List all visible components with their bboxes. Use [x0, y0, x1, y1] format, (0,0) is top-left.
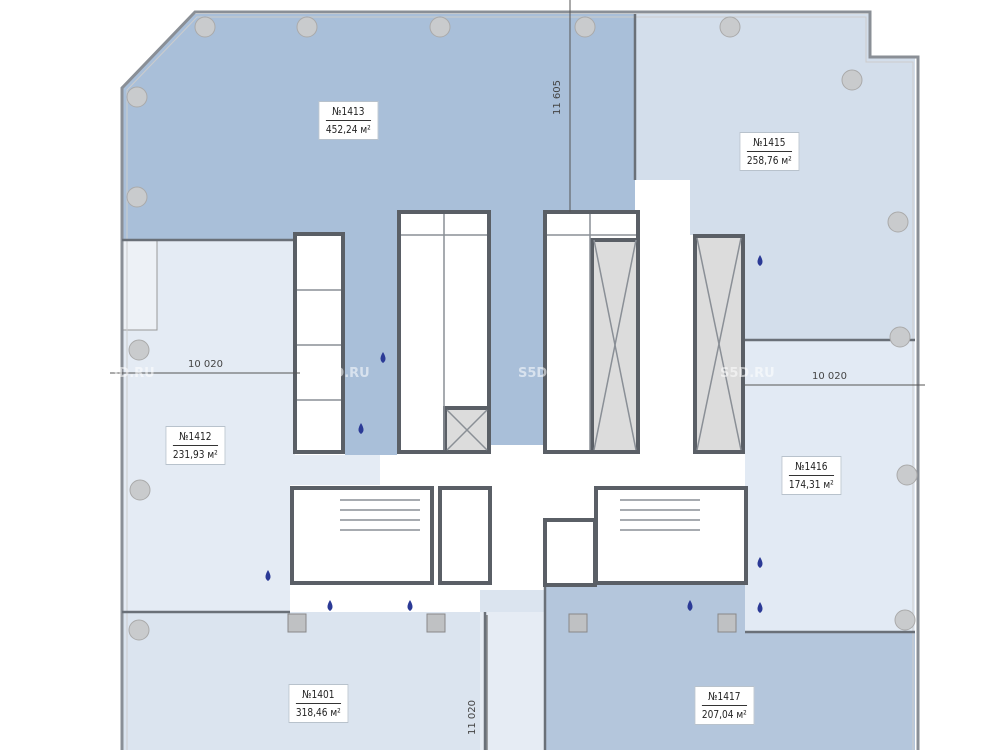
water-drop-icon	[757, 602, 763, 613]
column	[126, 86, 148, 108]
outer-wall	[120, 10, 920, 750]
water-drop-icon	[380, 352, 386, 363]
watermark: S5D.RU	[518, 366, 573, 381]
dimension-label-vertical-bottom: 11 020	[467, 700, 478, 735]
dimension-label-left: 10 020	[188, 359, 223, 370]
water-drop-icon	[407, 600, 413, 611]
column	[719, 16, 741, 38]
column	[126, 186, 148, 208]
column	[841, 69, 863, 91]
balcony	[121, 239, 158, 331]
dimension-label-vertical-top: 11 605	[552, 80, 563, 115]
column	[574, 16, 596, 38]
water-drop-icon	[265, 570, 271, 581]
glazing	[126, 16, 914, 750]
columns	[126, 16, 918, 641]
water-drop-icon	[358, 423, 364, 434]
column	[429, 16, 451, 38]
watermark: S5D.RU	[315, 366, 370, 381]
column	[296, 16, 318, 38]
water-drop-icon	[757, 557, 763, 568]
dimension-lines	[110, 0, 925, 750]
room-1413-area[interactable]	[122, 14, 635, 455]
water-drop-icon	[757, 255, 763, 266]
column	[194, 16, 216, 38]
interior-walls	[122, 14, 915, 750]
column	[128, 339, 150, 361]
column	[896, 464, 918, 486]
watermark: S5D.RU	[100, 366, 155, 381]
room-1401-annex	[480, 612, 545, 750]
column	[887, 211, 909, 233]
column	[129, 479, 151, 501]
column	[889, 326, 911, 348]
watermark: S5D.RU	[720, 366, 775, 381]
room-1415-area[interactable]	[635, 14, 915, 340]
shafts	[287, 613, 737, 633]
dimension-label-right: 10 020	[812, 371, 847, 382]
water-drop-icon	[687, 600, 693, 611]
room-1412-area[interactable]	[122, 240, 380, 612]
water-drop-icon	[327, 600, 333, 611]
room-1417-area[interactable]	[545, 585, 915, 750]
column	[128, 619, 150, 641]
column	[894, 609, 916, 631]
core-subdivisions	[297, 214, 742, 531]
water-icons	[265, 255, 763, 613]
